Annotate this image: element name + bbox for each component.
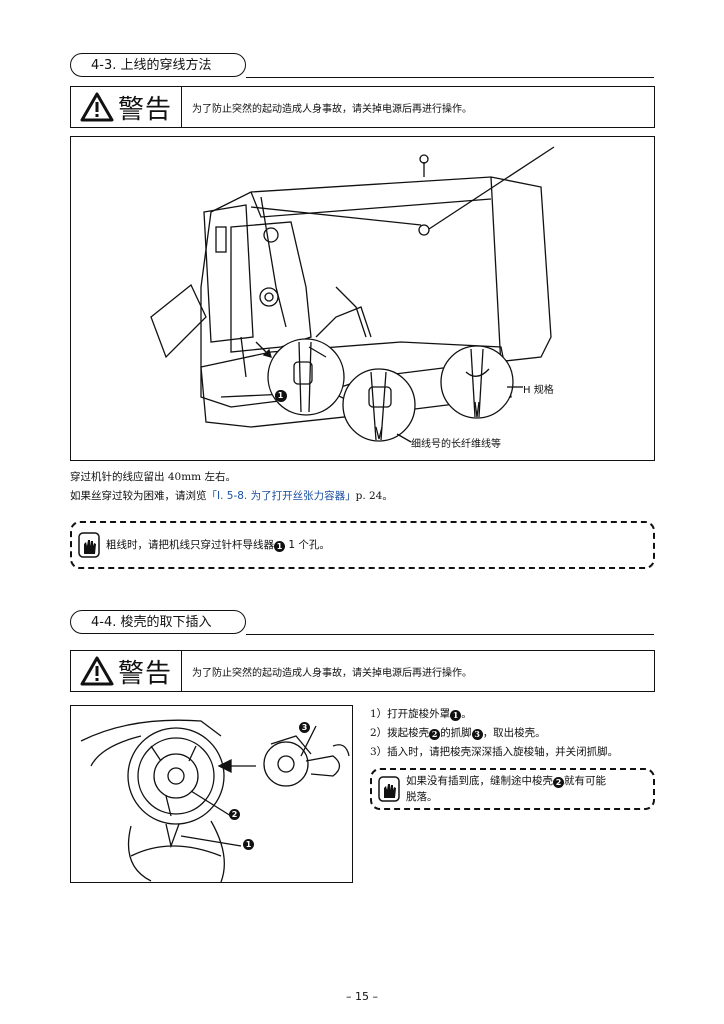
section-rule — [246, 634, 654, 635]
warning-box: 警告 为了防止突然的起动造成人身事故，请关掉电源后再进行操作。 — [70, 650, 655, 692]
threading-figure: 1 H 规格 细线号的长纤维线等 — [70, 136, 655, 461]
step-3: 3）插入时，请把梭壳深深插入旋梭轴，并关闭抓脚。 — [370, 746, 619, 758]
warning-text: 为了防止突然的起动造成人身事故，请关掉电源后再进行操作。 — [192, 667, 472, 679]
thread-length-text: 穿过机针的线应留出 40mm 左右。 — [70, 471, 236, 483]
warning-triangle-icon — [80, 656, 114, 686]
note-marker-2: 2 — [553, 777, 564, 788]
warning-label: 警告 — [71, 87, 182, 127]
figure-marker-2: 2 — [229, 809, 240, 820]
warning-word: 警告 — [117, 658, 172, 689]
section-title-text: 4-3. 上线的穿线方法 — [91, 58, 212, 73]
section-title-4-3: 4-3. 上线的穿线方法 — [70, 53, 246, 77]
difficulty-suffix: p. 24。 — [355, 490, 393, 502]
warning-text: 为了防止突然的起动造成人身事故，请关掉电源后再进行操作。 — [192, 103, 472, 115]
sewing-machine-illustration — [150, 146, 555, 443]
section-title-text: 4-4. 梭壳的取下插入 — [91, 615, 212, 630]
h-gauge-label: H 规格 — [523, 385, 554, 396]
bobbin-case-illustration — [80, 719, 350, 882]
difficulty-text: 如果丝穿过较为困难，请浏览「I. 5-8. 为了打开丝张力容器」p. 24。 — [70, 488, 393, 503]
difficulty-prefix: 如果丝穿过较为困难，请浏览 — [70, 490, 207, 502]
page-number: – 15 – — [346, 990, 378, 1003]
caution-hand-icon — [78, 532, 100, 558]
warning-box: 警告 为了防止突然的起动造成人身事故，请关掉电源后再进行操作。 — [70, 86, 655, 128]
warning-label: 警告 — [71, 651, 182, 691]
warning-triangle-icon — [80, 92, 114, 122]
fine-thread-label: 细线号的长纤维线等 — [411, 439, 501, 450]
section-rule — [246, 77, 654, 78]
warning-word: 警告 — [117, 94, 172, 125]
marker-1: 1 — [275, 390, 286, 401]
bobbin-case-figure: 3 2 1 — [70, 705, 353, 883]
note-marker-1: 1 — [274, 541, 285, 552]
caution-hand-icon — [378, 776, 400, 802]
section-title-4-4: 4-4. 梭壳的取下插入 — [70, 610, 246, 634]
figure-marker-1: 1 — [243, 839, 254, 850]
tension-reference-link[interactable]: 「I. 5-8. 为了打开丝张力容器」 — [206, 490, 356, 502]
figure-marker-3: 3 — [299, 722, 310, 733]
